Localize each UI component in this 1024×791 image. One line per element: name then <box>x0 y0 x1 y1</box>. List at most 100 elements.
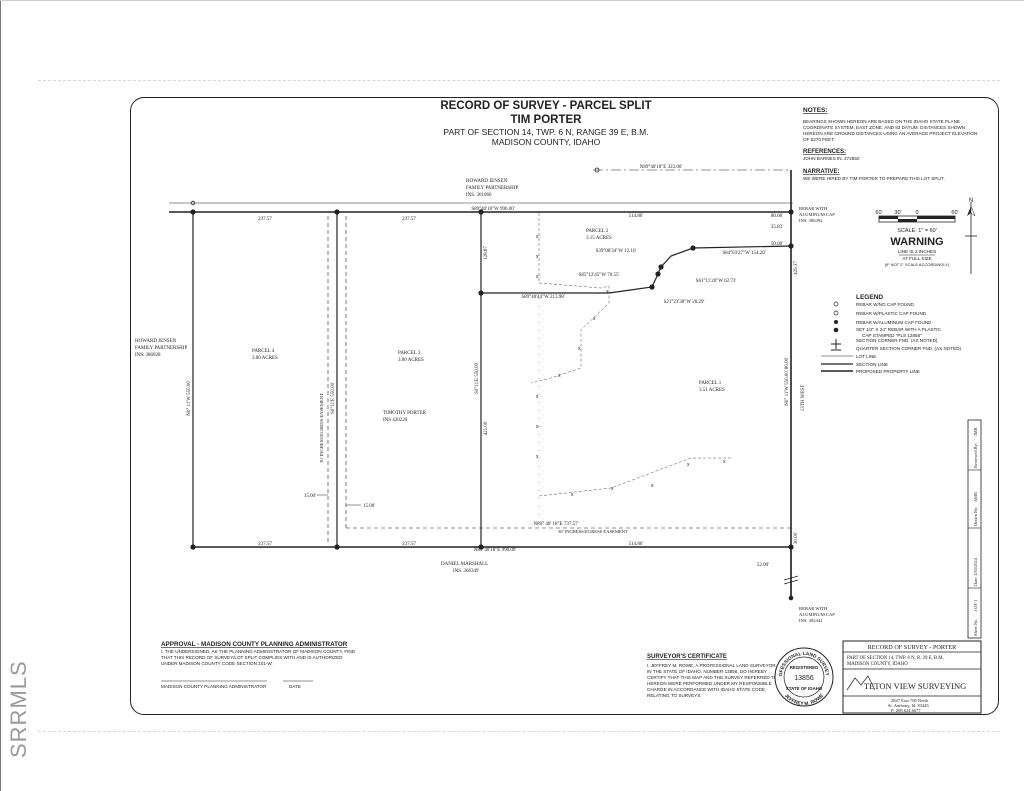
parcel-label: PARCEL 3 <box>398 351 421 356</box>
sidebar-value: 1/30/2024 <box>973 557 978 576</box>
corner-monument-icon <box>478 209 484 215</box>
owner-label: INS. 366349 <box>453 569 479 574</box>
scale-label: SCALE: 1" = 60' <box>897 228 937 234</box>
corner-monument-icon <box>788 209 794 215</box>
owner-label: DANIEL MARSHALL <box>441 562 488 567</box>
bearing-label: S89°48'44"W 213.98' <box>521 295 564 300</box>
corner-monument-icon <box>478 544 484 550</box>
scale-tick-label: 60' <box>875 210 882 216</box>
distance-label: 237.57 <box>258 217 272 222</box>
reference-monument-icon <box>594 167 600 173</box>
title-line-3: PART OF SECTION 14, TWP. 6 N, RANGE 39 E… <box>443 127 648 137</box>
svg-text:x: x <box>536 274 539 280</box>
owner-label: INS 420220 <box>383 418 408 423</box>
approval-heading: APPROVAL - MADISON COUNTY PLANNING ADMIN… <box>161 641 348 648</box>
approval-line: I, THE UNDERSIGNED, AS THE PLANNING ADMI… <box>161 649 356 654</box>
distance-label: 35.83' <box>771 225 783 230</box>
fence-line <box>530 213 610 384</box>
approval-line: UNDER MADISON COUNTY CODE SECTION 101-W. <box>161 661 273 666</box>
legend-item: CAP STAMPED "PLS 13856" <box>862 333 922 338</box>
owner-label: HOWARD JENSEN <box>135 339 177 344</box>
scale-tick-label: 0 <box>915 210 918 216</box>
legend-item: PROPOSED PROPERTY LINE <box>856 369 920 374</box>
sidebar-label: Sheet No. <box>973 619 978 636</box>
svg-text:x: x <box>536 234 539 240</box>
owner-label: INS. 301066 <box>466 193 492 198</box>
north-label: N <box>969 198 973 204</box>
rebar-label: REBAR WITH <box>799 606 828 611</box>
corner-monument-icon <box>655 271 661 277</box>
corner-monument-icon <box>788 544 794 550</box>
notes-line: HEREON ARE GROUND DISTANCES USING AN AVE… <box>803 131 977 136</box>
references-text: JOHN BARNES IN. 272850 <box>803 156 860 161</box>
sidebar-label: Reviewed By: <box>973 443 978 468</box>
bearing-label: N89°40'18"E 990.00' <box>474 548 517 553</box>
sidebar-label: Drawn By: <box>973 507 978 526</box>
signature-label: DATE <box>289 684 301 689</box>
certificate-heading: SURVEYOR'S CERTIFICATE <box>647 654 727 660</box>
svg-text:x: x <box>611 486 614 492</box>
distance-label: 52.00' <box>757 563 769 568</box>
owner-label: FAMILY PARTNERSHIP <box>135 346 187 351</box>
distance-label: 15.00' <box>363 504 375 509</box>
owner-label: INS. 386028 <box>135 353 161 358</box>
distance-label: 80.00' <box>785 357 790 369</box>
legend-item: REBAR W/PLASTIC CAP FOUND <box>856 311 927 316</box>
corner-monument-icon <box>334 209 340 215</box>
street-label: 13TH WEST <box>801 385 806 411</box>
titleblock-line: PART OF SECTION 14, TWP. 6 N, R. 39 E, B… <box>847 656 944 661</box>
survey-plat-sheet: RECORD OF SURVEY - PARCEL SPLIT TIM PORT… <box>130 97 999 715</box>
legend: LEGEND REBAR W/NO CAP FOUND REBAR W/PLAS… <box>821 294 962 374</box>
distance-label: 80.00' <box>771 214 783 219</box>
svg-text:x: x <box>723 459 726 465</box>
scale-bar: 60' 30' 0 60' SCALE: 1" = 60' WARNING LI… <box>875 210 958 267</box>
distance-label: 50.00' <box>771 242 783 247</box>
title-line-4: MADISON COUNTY, IDAHO <box>492 137 601 147</box>
bearing-label: N0° 11'W 550.00' <box>187 380 192 416</box>
legend-item: LOT LINE <box>856 354 876 359</box>
svg-text:x: x <box>571 492 574 498</box>
company-address: 2847 East 700 North <box>891 698 929 703</box>
title-line-2: TIM PORTER <box>511 114 583 126</box>
monuments <box>190 167 794 601</box>
bearing-label: N0° 11'W 550.00' <box>785 370 790 406</box>
bearing-label: S39°08'34"W 12.16' <box>596 249 637 254</box>
corner-monument-icon <box>788 595 794 601</box>
svg-text:x: x <box>536 454 539 460</box>
bearing-label: S84°03'27"W 154.20' <box>722 251 765 256</box>
bearing-label: S0°11'E 550.00' <box>475 362 480 394</box>
set-rebar-icon <box>833 327 839 333</box>
warning-line: AT FULL SIZE <box>902 256 931 261</box>
legend-item: SECTION LINE <box>856 362 888 367</box>
notes-heading: NOTES: <box>803 107 828 114</box>
distance-label: 237.57 <box>402 217 416 222</box>
notes-line: BEARINGS SHOWN HEREON ARE BASED ON THE I… <box>803 119 960 124</box>
distance-label: 514.86' <box>629 214 644 219</box>
certificate-line: IN THE STATE OF IDAHO, NUMBER 13856, DO … <box>647 669 767 674</box>
bearing-label: S0°11'E 550.00' <box>331 382 336 414</box>
distance-label: 429.37 <box>794 261 799 275</box>
rebar-label: INS. 386392 <box>799 218 823 223</box>
approval-block: APPROVAL - MADISON COUNTY PLANNING ADMIN… <box>161 641 356 689</box>
seal-number: 13856 <box>794 675 814 682</box>
parcel-2-boundary <box>481 245 792 294</box>
certificate-line: RELATING TO SURVEYS. <box>647 693 702 698</box>
parcel-label: PARCEL 2 <box>586 229 609 234</box>
scan-dash-line <box>38 731 1000 732</box>
corner-monument-icon <box>190 544 196 550</box>
sheet-sidebar: Reviewed By: JMR Drawn By: AMR Date: 1/3… <box>967 419 982 639</box>
company-address: St. Anthony, Id. 83445 <box>888 703 929 709</box>
watermark: SRRMLS <box>6 660 31 758</box>
signature-label: MADISON COUNTY PLANNING ADMINISTRATOR <box>161 684 267 689</box>
distance-label: 237.57 <box>402 542 416 547</box>
corner-monument-icon <box>690 245 696 251</box>
bearing-label: S85°12'45"W 70.55' <box>579 273 620 278</box>
owner-label: TIMOTHY PORTER <box>383 411 427 416</box>
svg-text:x: x <box>651 483 654 489</box>
rebar-no-cap-icon <box>833 301 839 307</box>
legend-item: QUARTER SECTION CORNER FND. (AS NOTED) <box>856 346 962 351</box>
company-logo <box>846 675 876 691</box>
top-frame-line <box>0 0 1024 1</box>
owner-labels: HOWARD JENSEN FAMILY PARTNERSHIP INS. 30… <box>135 179 835 623</box>
company-phone: P: 208.624.6677 <box>891 708 921 713</box>
